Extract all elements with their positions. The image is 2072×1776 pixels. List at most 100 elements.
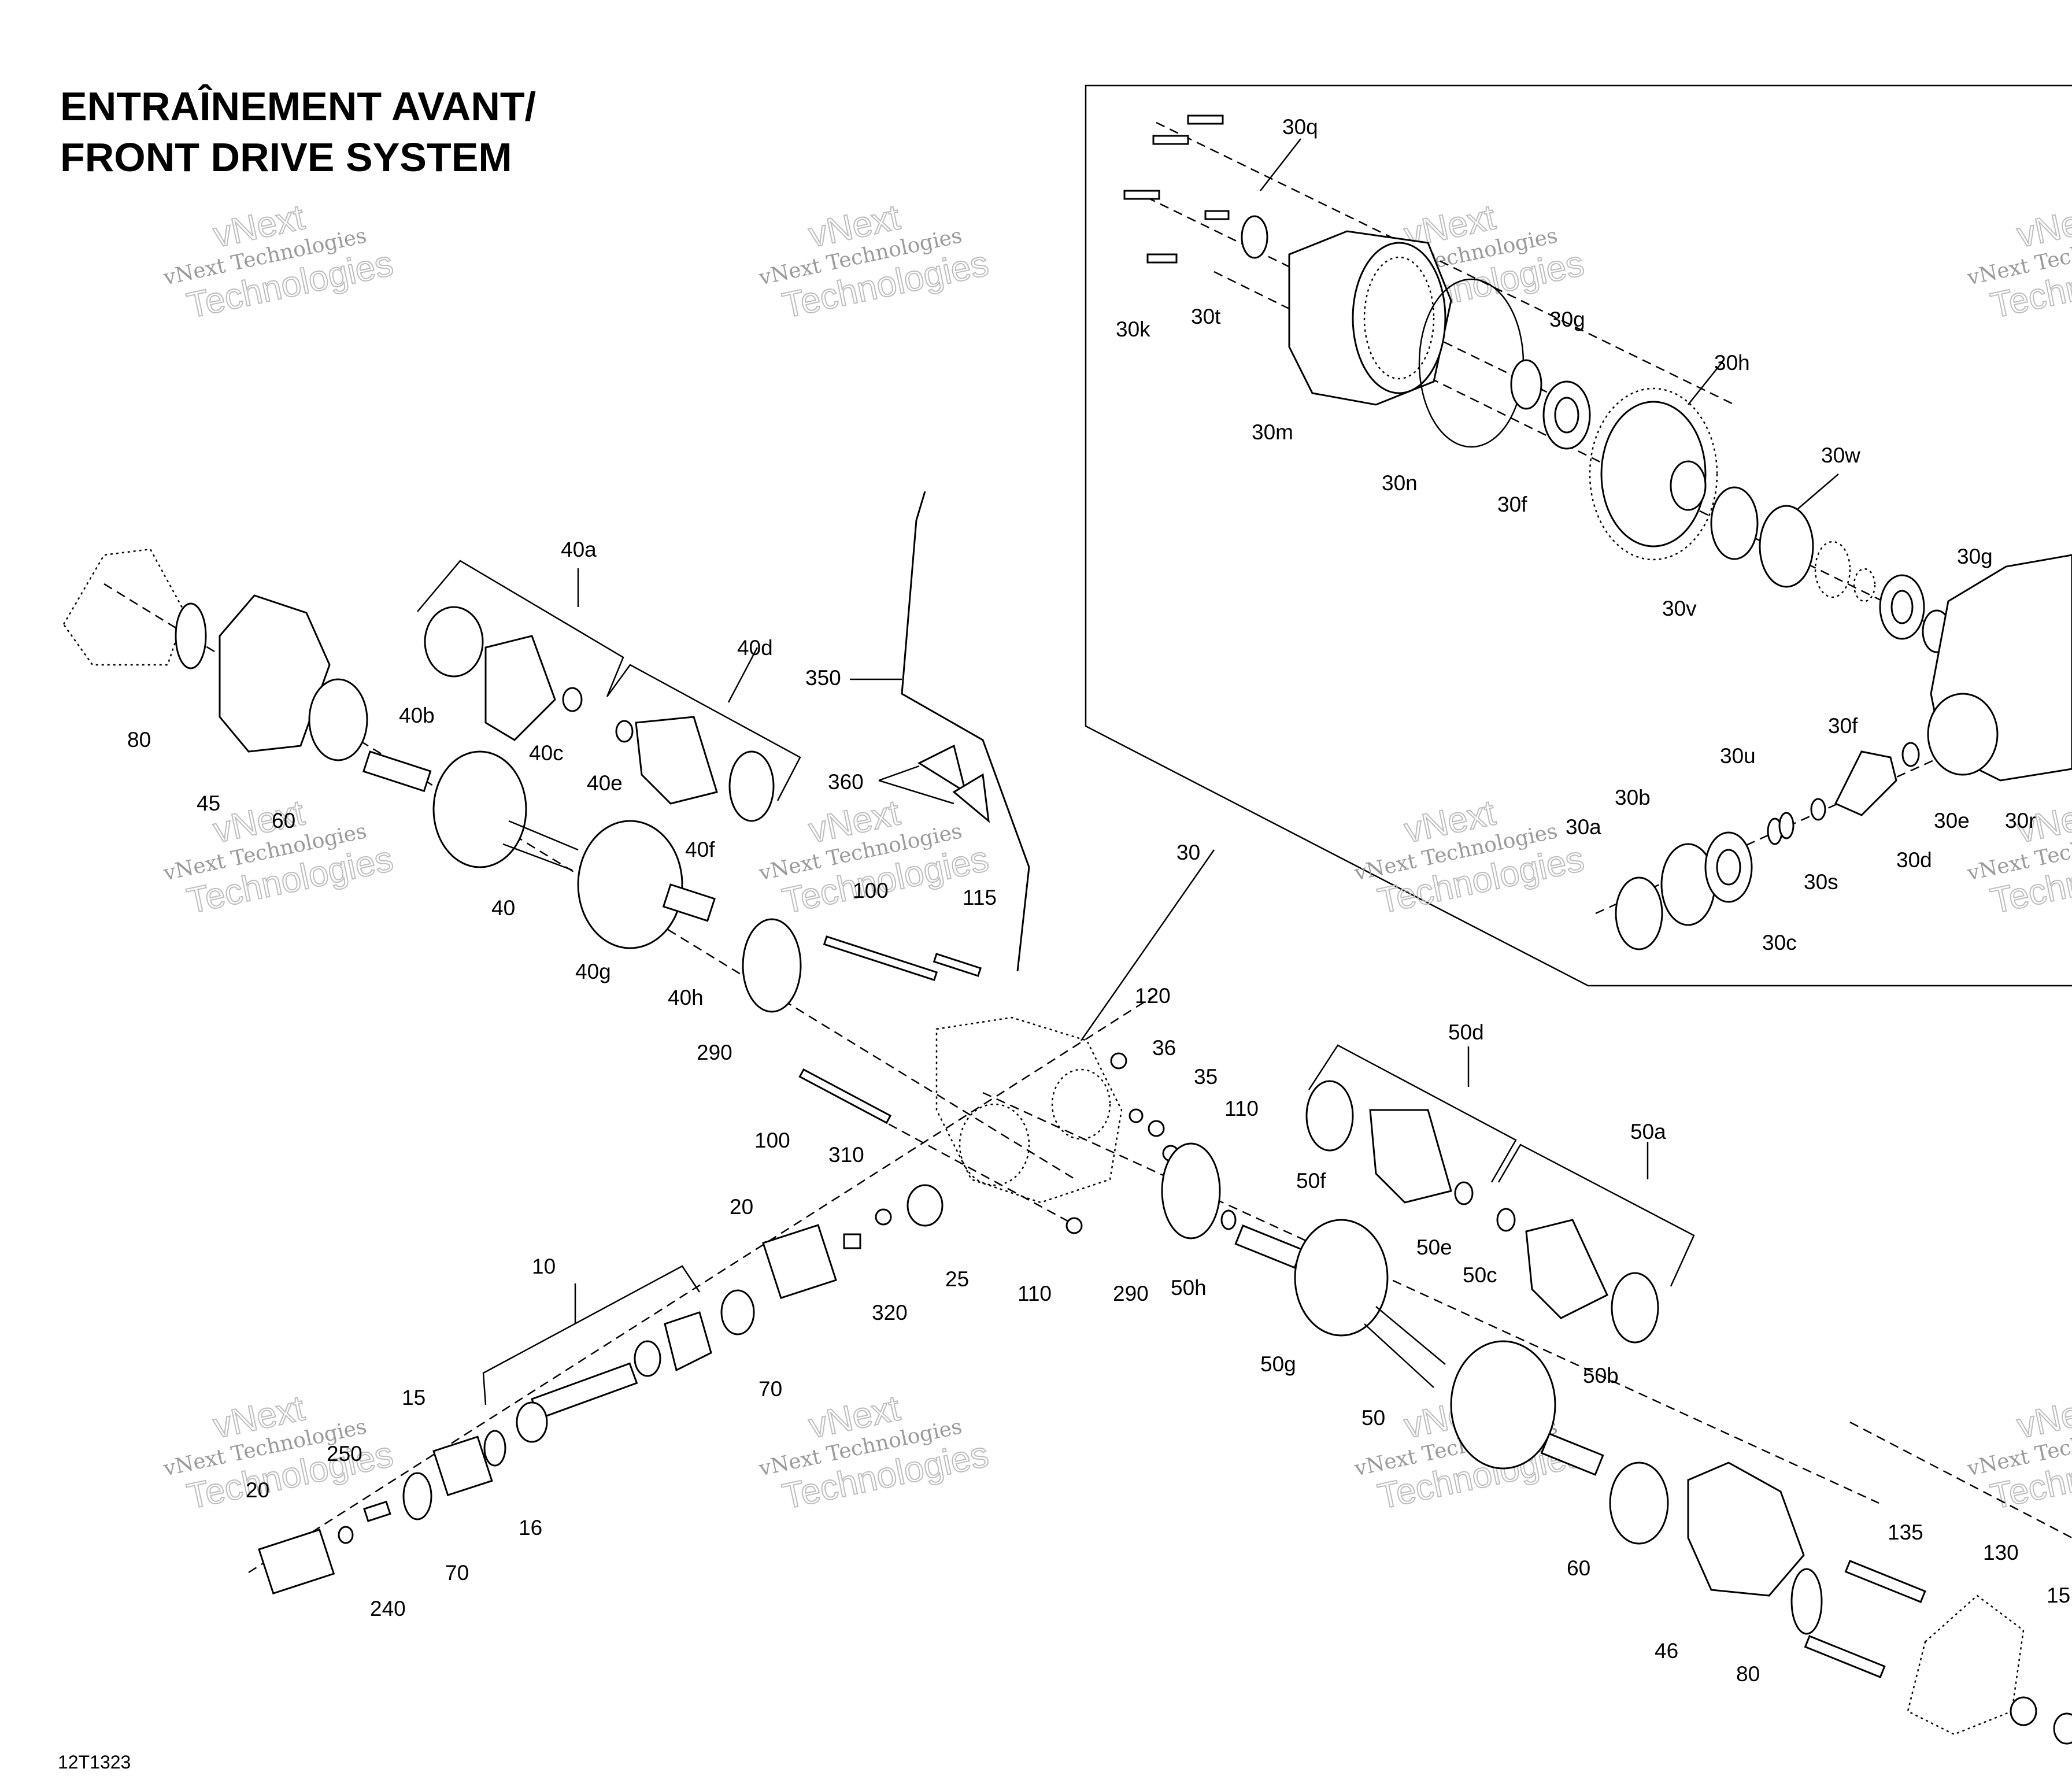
- callout-50d: 50d: [1448, 1020, 1484, 1044]
- callout-30h: 30h: [1714, 351, 1750, 375]
- callout-40a: 40a: [561, 538, 597, 561]
- callout-290_1: 290: [697, 1041, 732, 1064]
- callout-30q: 30q: [1282, 115, 1318, 139]
- bolt-100-top: [823, 935, 938, 982]
- callout-320: 320: [872, 1301, 908, 1324]
- callout-110_2: 110: [1018, 1282, 1052, 1305]
- diff-cover-right: [1927, 554, 2072, 782]
- boot-kit-40a: [424, 606, 583, 741]
- leader-lines: [574, 138, 1839, 1324]
- breather-hose-350: [901, 491, 1030, 972]
- bolt-100-bottom: [798, 1068, 892, 1124]
- bracket-40d: [606, 664, 801, 801]
- callout-40: 40: [491, 896, 515, 920]
- callout-30v: 30v: [1662, 597, 1697, 620]
- callout-80_1: 80: [127, 728, 151, 752]
- callout-80_2: 80: [1736, 1662, 1760, 1686]
- seal-290-left: [742, 918, 802, 1013]
- callout-50h: 50h: [1171, 1276, 1207, 1300]
- coupler-20-upper: [762, 1224, 837, 1299]
- callout-15_2: 15: [2047, 1583, 2070, 1607]
- callout-25: 25: [945, 1267, 969, 1291]
- callout-30: 30: [1176, 841, 1200, 864]
- bracket-50d: [1308, 1044, 1517, 1183]
- bolts-30k: [1123, 114, 1230, 264]
- callout-50f: 50f: [1296, 1169, 1326, 1193]
- callout-40h: 40h: [668, 986, 704, 1009]
- callout-30n: 30n: [1382, 471, 1418, 495]
- callout-30s: 30s: [1804, 870, 1838, 894]
- callout-240: 240: [370, 1597, 406, 1620]
- callout-40f: 40f: [685, 838, 715, 861]
- callout-30u: 30u: [1720, 744, 1756, 768]
- seal-30t: [1241, 215, 1268, 259]
- fitting-320: [843, 1233, 861, 1249]
- ring-70-upper: [720, 1289, 755, 1335]
- bracket-50a: [1497, 1144, 1695, 1287]
- callout-290_2: 290: [1113, 1282, 1149, 1305]
- callout-40g: 40g: [575, 960, 611, 983]
- callout-45: 45: [197, 791, 220, 815]
- callout-120: 120: [1135, 984, 1171, 1008]
- callout-360: 360: [828, 770, 864, 794]
- ring-16: [483, 1430, 506, 1467]
- callout-100_1: 100: [853, 879, 889, 902]
- right-hub-knuckle: [1609, 1462, 2072, 1745]
- callout-10: 10: [532, 1255, 556, 1278]
- callout-60_1: 60: [272, 809, 295, 832]
- bracket-40a: [417, 560, 624, 697]
- callout-30a: 30a: [1566, 815, 1601, 839]
- callout-16: 16: [519, 1516, 542, 1540]
- callout-50a: 50a: [1630, 1120, 1666, 1144]
- callout-30t: 30t: [1191, 305, 1221, 328]
- callout-36: 36: [1152, 1036, 1176, 1060]
- right-drive-shaft-50: [1234, 1219, 1604, 1476]
- pinion-stack-30a-30e: [1615, 742, 1920, 950]
- title-line-2: FRONT DRIVE SYSTEM: [60, 135, 512, 180]
- callout-100_2: 100: [754, 1128, 790, 1152]
- callout-30c: 30c: [1762, 931, 1797, 954]
- callout-50b: 50b: [1583, 1364, 1619, 1388]
- boot-kit-50d: [1305, 1080, 1474, 1205]
- callout-40b: 40b: [399, 704, 435, 727]
- callout-30f_1: 30f: [1497, 493, 1527, 516]
- ring-70-lower: [402, 1472, 432, 1520]
- bolt-115: [933, 953, 982, 977]
- washer-310: [875, 1208, 892, 1226]
- boot-kit-50a: [1496, 1208, 1659, 1344]
- callout-350: 350: [805, 666, 841, 690]
- callout-60_2: 60: [1567, 1556, 1590, 1580]
- callout-70_2: 70: [445, 1561, 469, 1585]
- callout-20_2: 20: [246, 1478, 269, 1502]
- washer-240: [338, 1526, 354, 1544]
- seal-290-right: [1161, 1142, 1221, 1240]
- page-title: ENTRAÎNEMENT AVANT/ FRONT DRIVE SYSTEM: [60, 81, 536, 183]
- callout-70_1: 70: [758, 1377, 782, 1401]
- front-differential-30: [935, 1016, 1123, 1204]
- callout-30f_2: 30f: [1828, 714, 1858, 738]
- callout-115: 115: [963, 886, 997, 909]
- callout-50e: 50e: [1416, 1235, 1452, 1259]
- bearing-30f-30g-right: [1879, 574, 1952, 653]
- title-line-1: ENTRAÎNEMENT AVANT/: [60, 84, 536, 129]
- fitting-250: [363, 1500, 391, 1522]
- callout-310: 310: [828, 1143, 864, 1167]
- nut-110-bottom: [1065, 1217, 1083, 1234]
- callout-50: 50: [1361, 1406, 1385, 1430]
- boot-kit-40d: [615, 716, 775, 822]
- left-drive-shaft-40: [362, 750, 716, 949]
- nut-120: [1110, 1052, 1127, 1070]
- prop-shaft-10: [516, 1311, 712, 1443]
- washer-36: [1128, 1108, 1144, 1123]
- callout-40c: 40c: [529, 741, 564, 765]
- callout-30k: 30k: [1116, 317, 1150, 341]
- callout-130: 130: [1983, 1541, 2019, 1564]
- callout-40e: 40e: [587, 771, 623, 795]
- callout-35: 35: [1194, 1065, 1218, 1089]
